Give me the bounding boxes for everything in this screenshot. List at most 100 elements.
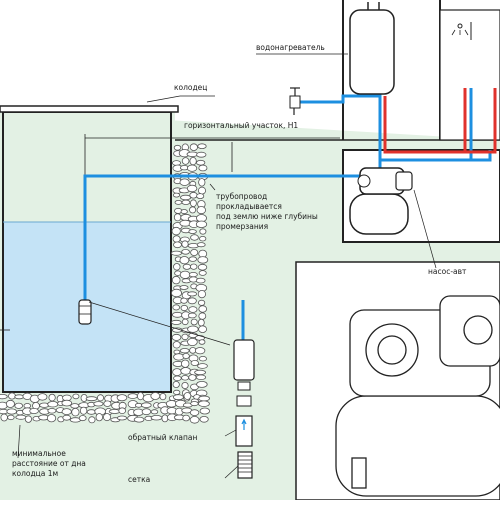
gravel-pebble [186, 184, 198, 193]
gravel-pebble [78, 415, 87, 422]
gravel-pebble [189, 263, 198, 270]
label-pump-station: насос-авт [428, 267, 467, 276]
label-pipeline-4: промерзания [216, 222, 268, 231]
gravel-pebble [188, 256, 197, 262]
gravel-pebble [181, 157, 190, 165]
gravel-pebble [7, 414, 15, 421]
gravel-pebble [79, 406, 88, 415]
gravel-pebble [199, 415, 209, 423]
gravel-pebble [116, 394, 128, 402]
gravel-pebble [37, 393, 48, 401]
gravel-pebble [187, 297, 197, 305]
gravel-pebble [85, 396, 98, 402]
gravel-pebble [195, 277, 206, 284]
gravel-pebble [174, 199, 183, 205]
gravel-pebble [189, 157, 197, 166]
gravel-pebble [196, 242, 206, 248]
gravel-pebble [197, 400, 210, 407]
gravel-pebble [189, 191, 198, 199]
gravel-pebble [150, 415, 163, 421]
gravel-pebble [47, 401, 59, 408]
gravel-pebble [173, 263, 181, 271]
gravel-pebble [15, 414, 27, 420]
gravel-pebble [197, 256, 209, 264]
label-well: колодец [174, 83, 207, 92]
gravel-pebble [198, 339, 206, 345]
label-horizontal-section: горизонтальный участок, Н1 [184, 121, 298, 130]
gravel-pebble [71, 408, 80, 417]
gravel-pebble [187, 337, 198, 346]
gravel-pebble [161, 414, 169, 423]
gravel-pebble [47, 408, 57, 414]
gravel-pebble [180, 367, 192, 375]
gravel-pebble [127, 393, 138, 399]
gravel-pebble [190, 318, 198, 326]
gravel-pebble [93, 401, 104, 407]
gravel-pebble [197, 318, 205, 327]
gravel-pebble [48, 393, 56, 402]
gravel-pebble [116, 415, 128, 421]
gravel-pebble [182, 414, 190, 422]
gravel-pebble [197, 289, 206, 299]
gravel-pebble [172, 368, 182, 377]
gravel-pebble [198, 325, 208, 334]
label-min-distance-2: расстояние от дна [12, 459, 86, 468]
gravel-pebble [159, 392, 167, 401]
gravel-pebble [141, 408, 152, 416]
gravel-pebble [196, 159, 206, 166]
label-check-valve: обратный клапан [128, 433, 197, 442]
gravel-pebble [173, 353, 185, 361]
gravel-pebble [8, 392, 16, 400]
gravel-pebble [187, 312, 197, 319]
label-pipeline-3: под землю ниже глубины [216, 212, 318, 221]
gravel-pebble [181, 333, 189, 341]
gravel-pebble [141, 402, 152, 409]
gravel-pebble [197, 363, 208, 369]
gravel-pebble [95, 413, 103, 422]
gravel-pebble [187, 325, 199, 333]
gravel-pebble [190, 401, 199, 407]
gravel-pebble [172, 192, 181, 198]
gravel-pebble [103, 400, 112, 407]
gravel-pebble [197, 263, 208, 271]
gravel-backfill [0, 143, 211, 424]
gravel-pebble [133, 416, 145, 423]
gravel-pebble [198, 164, 208, 172]
gravel-pebble [171, 275, 181, 285]
gravel-pebble [189, 199, 197, 208]
strainer-icon [233, 339, 255, 479]
gravel-pebble [172, 304, 181, 311]
gravel-pebble [46, 414, 57, 423]
label-pipeline-2: прокладывается [216, 202, 282, 211]
gravel-pebble [172, 394, 184, 401]
gravel-pebble [182, 352, 190, 359]
gravel-pebble [136, 391, 144, 401]
check-valve-icon [0, 299, 92, 331]
gravel-pebble [171, 319, 182, 325]
gravel-pebble [103, 413, 112, 422]
gravel-pebble [183, 392, 192, 400]
gravel-pebble [179, 270, 191, 279]
gravel-pebble [188, 271, 198, 278]
gravel-pebble [70, 403, 80, 409]
gravel-pebble [172, 341, 181, 349]
gravel-pebble [181, 199, 191, 205]
gravel-pebble [61, 408, 72, 416]
label-min-distance-3: колодца 1м [12, 469, 58, 478]
gravel-pebble [190, 234, 199, 241]
leader-lines [17, 53, 437, 479]
gravel-pebble [190, 248, 199, 256]
gravel-pebble [189, 415, 200, 424]
gravel-pebble [179, 178, 190, 186]
well-cover [0, 105, 179, 113]
gravel-pebble [196, 151, 207, 158]
gravel-pebble [199, 235, 207, 242]
gravel-pebble [24, 415, 32, 423]
gravel-pebble [196, 206, 207, 215]
shower-icon [451, 22, 472, 40]
gravel-pebble [181, 381, 189, 389]
gravel-pebble [180, 359, 190, 368]
gravel-pebble [195, 374, 207, 380]
gravel-pebble [173, 389, 181, 395]
